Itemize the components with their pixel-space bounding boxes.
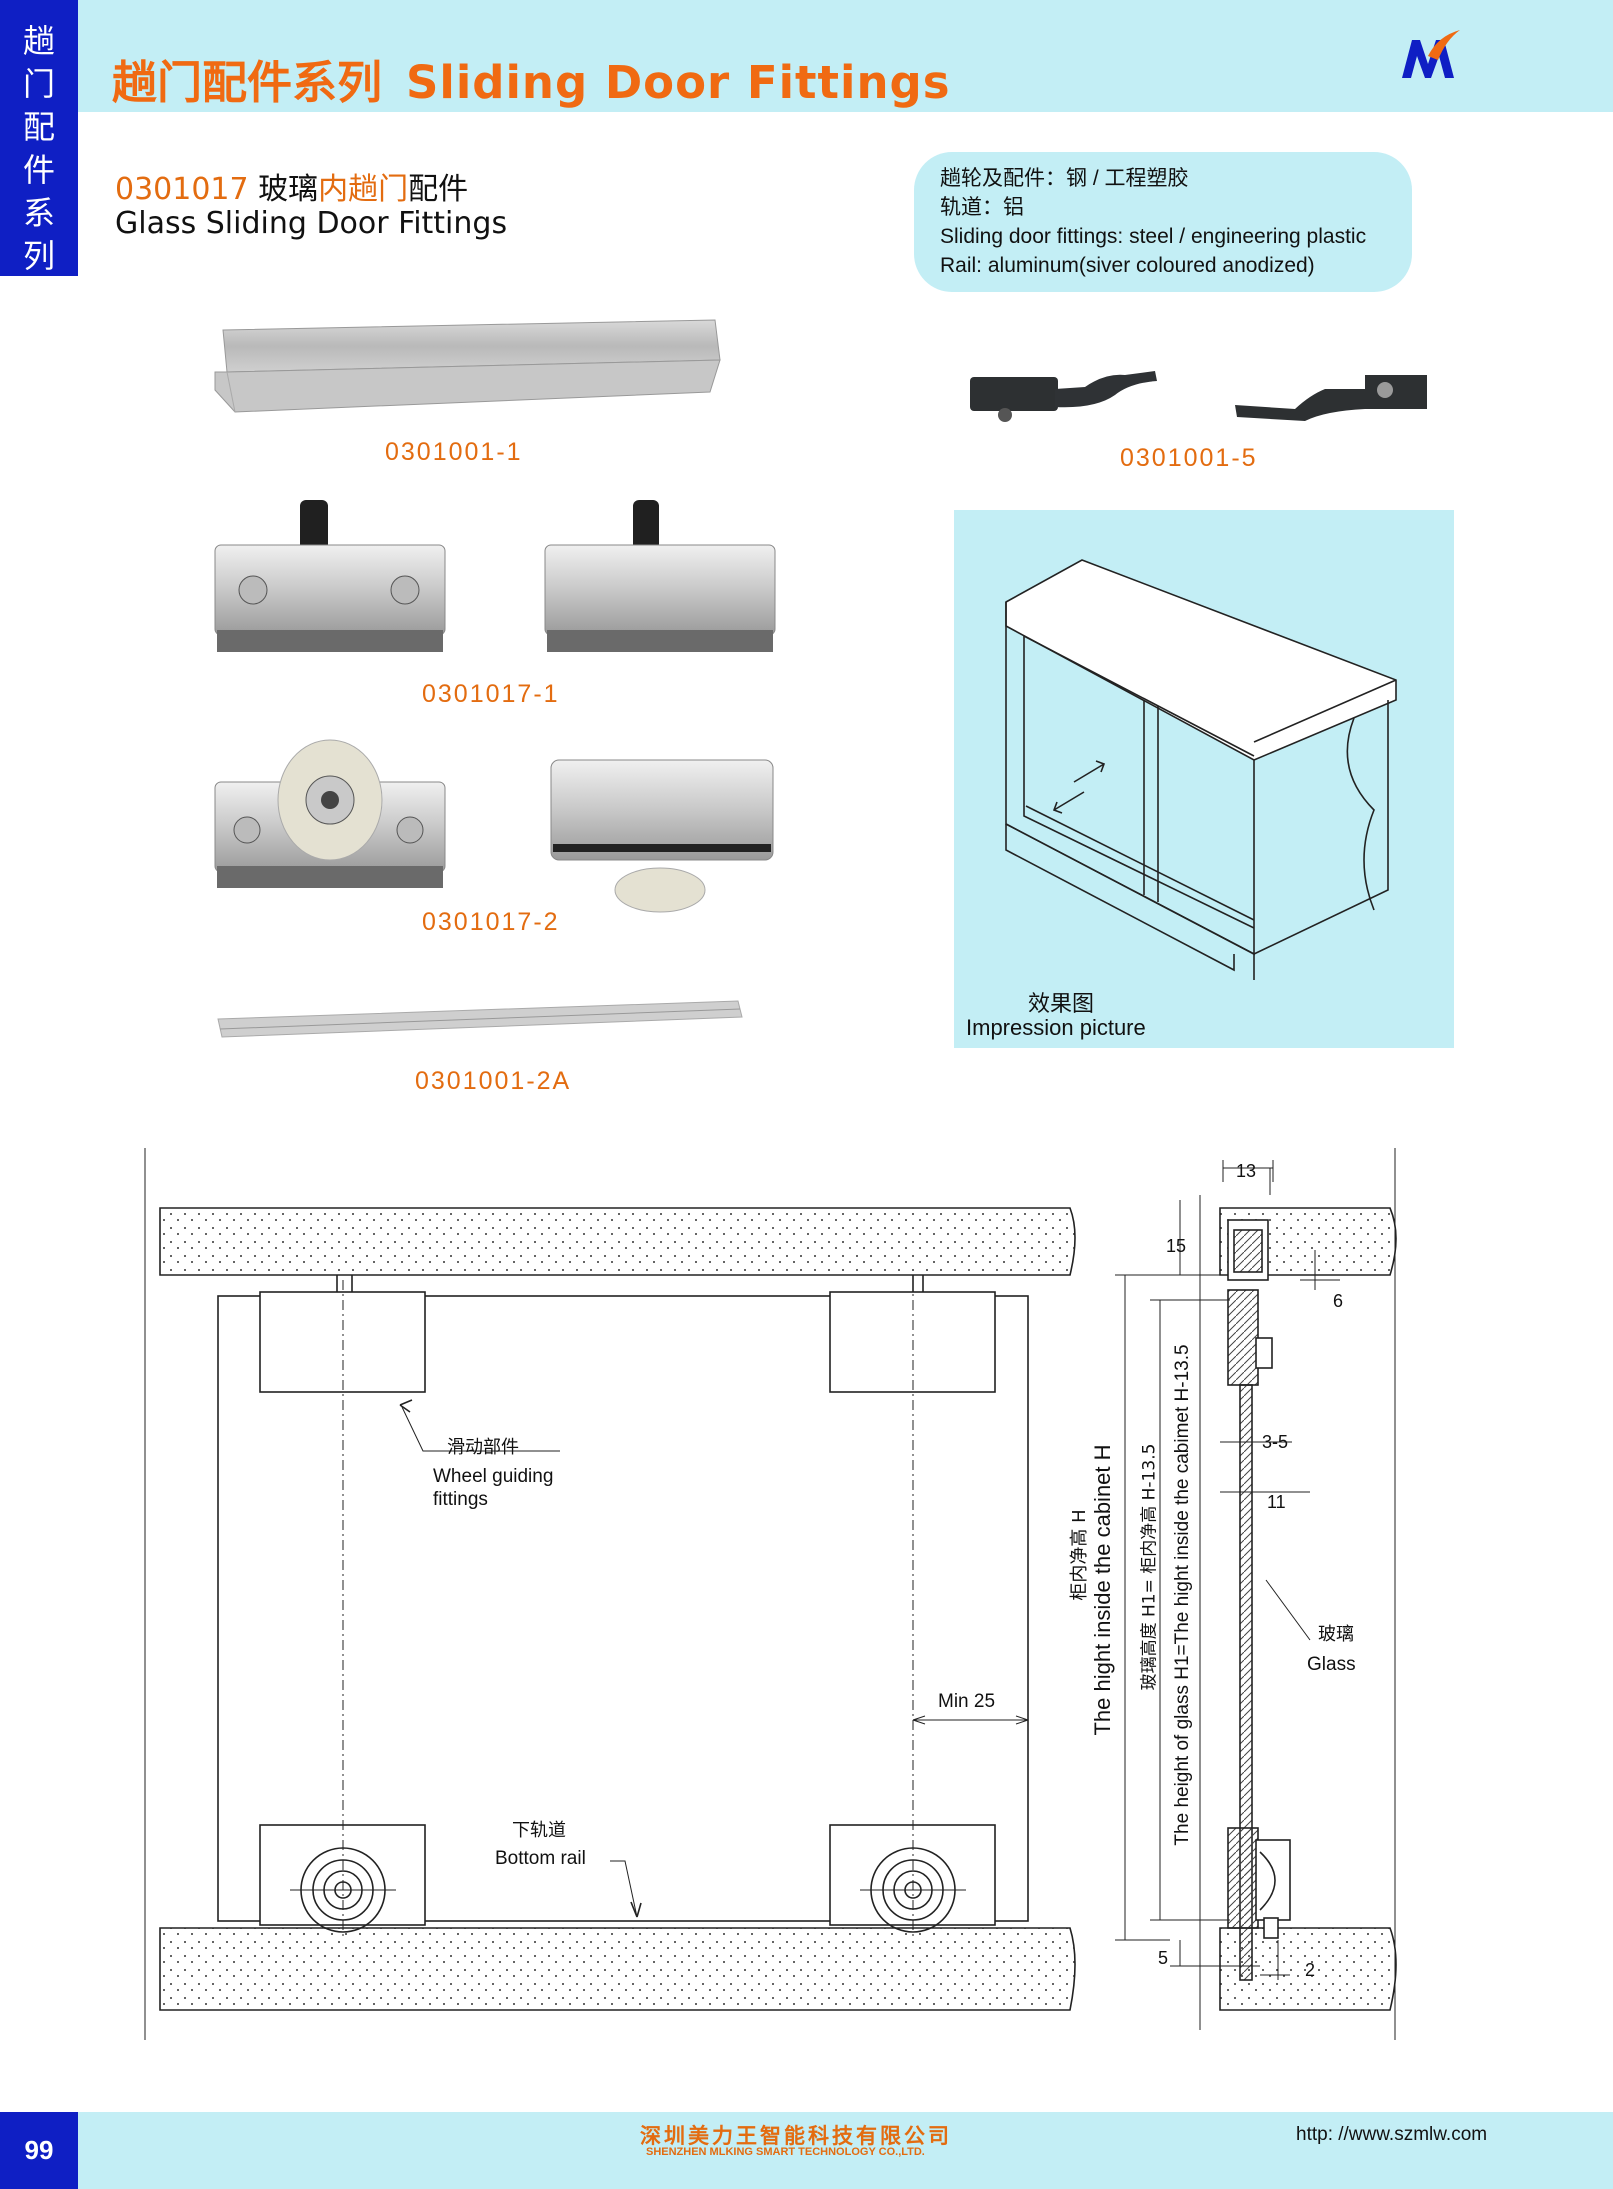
- side-tab-char: 件: [22, 151, 55, 189]
- side-tab: 趟 门 配 件 系 列: [0, 0, 78, 276]
- side-tab-char: 配: [22, 108, 55, 146]
- clip-image: [970, 371, 1427, 422]
- h-label-cn: 柜内净高 H: [1069, 1509, 1090, 1601]
- product-code: 0301017: [115, 172, 249, 207]
- header-band: [0, 0, 1613, 112]
- side-tab-char: 趟: [22, 22, 55, 60]
- impression-label-cn: 效果图: [1028, 992, 1095, 1017]
- dim-3-5: 3-5: [1262, 1432, 1289, 1452]
- side-tab-char: 门: [22, 65, 55, 103]
- h-label-en: The hight inside the cabinet H: [1090, 1444, 1115, 1736]
- dim-11: 11: [1267, 1492, 1286, 1512]
- spec-line: Sliding door fittings: steel / engineeri…: [940, 225, 1367, 248]
- company-name-cn: 深圳美力王智能科技有限公司: [640, 2124, 952, 2148]
- part-label: 0301017-1: [422, 680, 560, 708]
- part-label: 0301017-2: [422, 908, 560, 936]
- product-name-1: 玻璃: [258, 172, 319, 207]
- spec-box: 趟轮及配件：钢 / 工程塑胶 轨道：铝 Sliding door fitting…: [914, 152, 1412, 292]
- part-label: 0301001-2A: [415, 1067, 572, 1095]
- page-number: 99: [0, 2112, 78, 2189]
- cabinet-drawing: [1005, 559, 1397, 980]
- product-title: 0301017 玻璃内趟门配件: [115, 164, 468, 208]
- wheel-image: [214, 739, 774, 913]
- side-tab-char: 列: [22, 237, 55, 275]
- spec-line: Rail: aluminum(siver coloured anodized): [940, 254, 1315, 277]
- glass-label-cn: 玻璃: [1318, 1624, 1354, 1645]
- rod-image: [217, 1000, 743, 1038]
- dim-13: 13: [1236, 1161, 1257, 1181]
- website-link[interactable]: http: //www.szmlw.com: [1296, 2124, 1488, 2145]
- dim-15: 15: [1166, 1236, 1187, 1256]
- company-name-en: SHENZHEN MLKING SMART TECHNOLOGY CO.,LTD…: [646, 2146, 925, 2158]
- product-name-3: 配件: [408, 172, 469, 207]
- spec-line: 轨道：铝: [940, 196, 1024, 219]
- dim-6: 6: [1333, 1291, 1344, 1311]
- footer-band: [0, 2112, 1613, 2189]
- brand-logo: [1402, 30, 1460, 78]
- product-subtitle: Glass Sliding Door Fittings: [115, 206, 508, 241]
- title-en: Sliding Door Fittings: [406, 56, 951, 109]
- h1-label-en: The height of glass H1=The hight inside …: [1172, 1344, 1193, 1846]
- rail-label-cn: 下轨道: [512, 1820, 566, 1841]
- technical-drawing: [144, 1148, 1397, 2040]
- part-label: 0301001-5: [1120, 444, 1258, 472]
- spec-line: 趟轮及配件：钢 / 工程塑胶: [940, 167, 1189, 190]
- page-title: 趟门配件系列 Sliding Door Fittings: [112, 46, 951, 111]
- title-cn: 趟门配件系列: [112, 56, 383, 109]
- wheel-label-cn: 滑动部件: [447, 1437, 519, 1458]
- dim-2: 2: [1305, 1960, 1316, 1980]
- glass-label-en: Glass: [1307, 1654, 1356, 1675]
- rail-image: [214, 319, 721, 413]
- min-dimension: Min 25: [938, 1691, 996, 1712]
- wheel-label-en2: fittings: [433, 1489, 488, 1510]
- dim-5: 5: [1158, 1948, 1169, 1968]
- impression-label-en: Impression picture: [966, 1015, 1146, 1040]
- rail-label-en: Bottom rail: [495, 1848, 586, 1869]
- part-label: 0301001-1: [385, 438, 523, 466]
- h1-label-cn: 玻璃高度 H1= 柜内净高 H-13.5: [1139, 1443, 1160, 1691]
- clamp-image: [214, 500, 776, 652]
- product-name-2: 内趟门: [318, 172, 409, 207]
- wheel-label-en1: Wheel guiding: [433, 1466, 554, 1487]
- side-tab-char: 系: [22, 194, 55, 232]
